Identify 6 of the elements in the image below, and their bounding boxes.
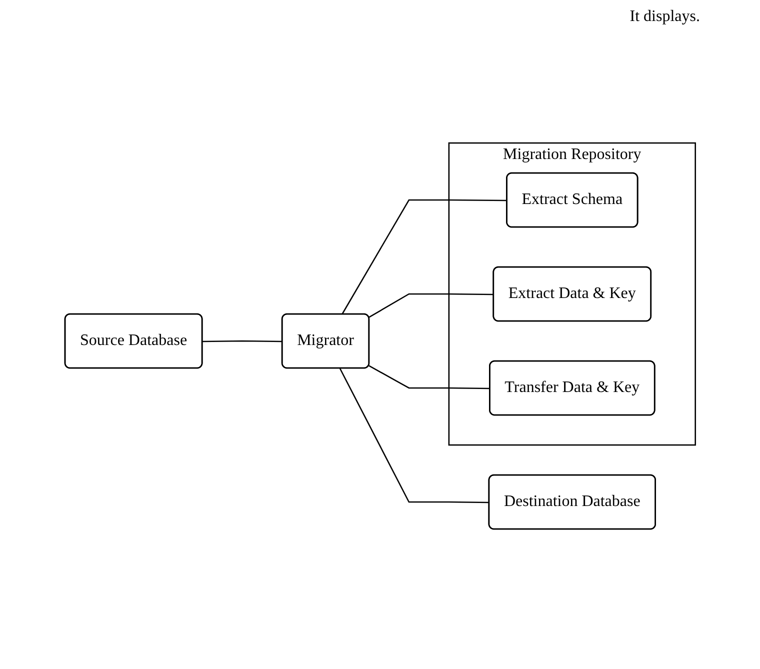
connector <box>368 365 490 390</box>
connector <box>341 199 508 315</box>
connector <box>202 340 282 342</box>
connector <box>339 368 490 504</box>
note-text: It displays. <box>630 8 700 25</box>
connector <box>368 293 494 318</box>
